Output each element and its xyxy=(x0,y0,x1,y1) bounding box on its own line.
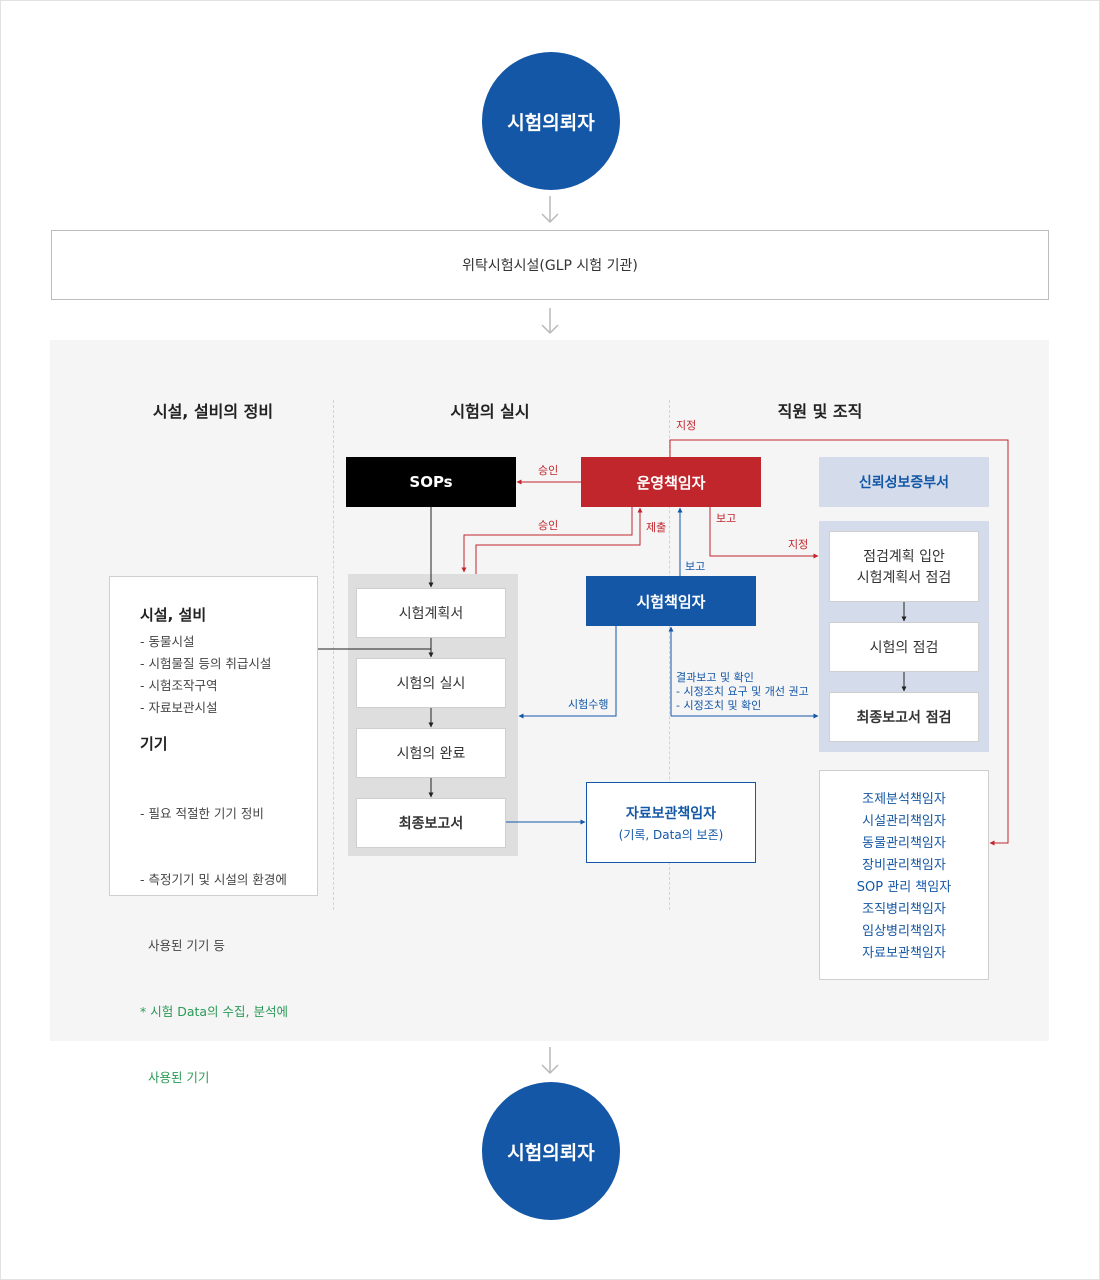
perform-study-arrow xyxy=(518,626,617,719)
list-item: - 필요 적절한 기기 정비 xyxy=(140,806,264,821)
list-item: 조제분석책임자 xyxy=(862,792,946,807)
flow-step-final-report: 최종보고서 xyxy=(356,798,506,848)
facility-panel xyxy=(109,576,318,896)
label-designate-qa: 지정 xyxy=(788,538,809,551)
col-title-facility: 시설, 설비의 정비 xyxy=(152,402,274,421)
qa-step-inspection: 시험의 점검 xyxy=(829,622,979,672)
label-approve-protocol: 승인 xyxy=(538,519,559,532)
column-divider-1 xyxy=(333,400,334,910)
designate-qa-arrow xyxy=(709,507,819,559)
approve-protocol-arrow xyxy=(461,507,633,573)
list-item: SOP 관리 책임자 xyxy=(856,880,952,895)
col-title-study: 시험의 실시 xyxy=(450,402,530,421)
label-line: 결과보고 및 확인 xyxy=(676,671,754,684)
list-item: - 시험조작구역 xyxy=(140,678,218,693)
list-item: - 시험물질 등의 취급시설 xyxy=(140,656,272,671)
label-perform: 시험수행 xyxy=(568,698,609,711)
archive-title: 자료보관책임자 xyxy=(625,806,717,822)
qa-dept-box: 신뢰성보증부서 xyxy=(819,457,989,507)
label-result-report: 결과보고 및 확인 - 시정조치 요구 및 개선 권고 - 시정조치 및 확인 xyxy=(676,671,809,713)
facility-box: 위탁시험시설(GLP 시험 기관) xyxy=(51,230,1049,300)
label-line: - 시정조치 요구 및 개선 권고 xyxy=(676,685,809,698)
note-item: * 시험 Data의 수집, 분석에 xyxy=(140,1004,288,1019)
flow-step-complete: 시험의 완료 xyxy=(356,728,506,778)
list-item: 시설관리책임자 xyxy=(862,814,946,829)
label-report-director: 보고 xyxy=(685,560,706,573)
list-item: 장비관리책임자 xyxy=(862,858,946,873)
equipment-heading: 기기 xyxy=(140,735,168,753)
list-item: - 동물시설 xyxy=(140,634,195,649)
list-item: 조직병리책임자 xyxy=(862,902,946,917)
study-director-box: 시험책임자 xyxy=(586,576,756,626)
archive-subtitle: (기록, Data의 보존) xyxy=(618,828,724,842)
label-approve-sops: 승인 xyxy=(538,464,559,477)
list-item: 동물관리책임자 xyxy=(862,836,946,851)
list-item: 자료보관책임자 xyxy=(862,946,946,961)
label-report-management: 보고 xyxy=(716,512,737,525)
qa-step-plan-line1: 점검계획 입안 xyxy=(863,549,945,565)
staff-list-box: 조제분석책임자 시설관리책임자 동물관리책임자 장비관리책임자 SOP 관리 책… xyxy=(819,770,989,980)
flow-step-protocol: 시험계획서 xyxy=(356,588,506,638)
label-line: - 시정조치 및 확인 xyxy=(676,699,762,712)
down-arrow-2 xyxy=(541,308,559,335)
qa-step-plan-line2: 시험계획서 점검 xyxy=(856,570,952,586)
down-arrow-3 xyxy=(541,1047,559,1075)
archive-box: 자료보관책임자 (기록, Data의 보존) xyxy=(586,782,756,863)
equipment-list: - 필요 적절한 기기 정비 - 측정기기 및 시설의 환경에 사용된 기기 등… xyxy=(140,759,288,1111)
qa-step-plan: 점검계획 입안 시험계획서 점검 xyxy=(829,531,979,602)
list-item: - 측정기기 및 시설의 환경에 xyxy=(140,872,287,887)
column-divider-2 xyxy=(669,400,670,910)
top-client-node: 시험의뢰자 xyxy=(482,52,620,190)
bottom-client-node: 시험의뢰자 xyxy=(482,1082,620,1220)
facility-list: - 동물시설 - 시험물질 등의 취급시설 - 시험조작구역 - 자료보관시설 xyxy=(140,631,271,719)
qa-step-final-report: 최종보고서 점검 xyxy=(829,692,979,742)
flow-step-conduct: 시험의 실시 xyxy=(356,658,506,708)
list-item: 임상병리책임자 xyxy=(862,924,946,939)
note-item: 사용된 기기 xyxy=(140,1070,210,1085)
label-submit: 제출 xyxy=(646,521,667,534)
list-item: - 자료보관시설 xyxy=(140,700,218,715)
sops-box: SOPs xyxy=(346,457,516,507)
down-arrow-1 xyxy=(541,196,559,224)
col-title-staff: 직원 및 조직 xyxy=(777,402,863,421)
label-designate-top: 지정 xyxy=(676,419,697,432)
submit-protocol-arrow xyxy=(475,507,643,574)
facility-heading: 시설, 설비 xyxy=(140,606,207,624)
list-item: 사용된 기기 등 xyxy=(140,938,225,953)
designate-staff-arrow xyxy=(669,439,1009,846)
management-box: 운영책임자 xyxy=(581,457,761,507)
